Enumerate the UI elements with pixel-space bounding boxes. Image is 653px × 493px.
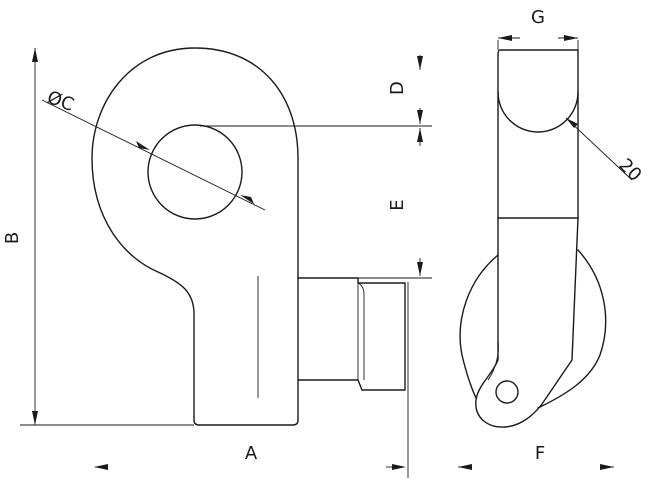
side-lower-body (475, 217, 579, 428)
dimension-b: B (2, 48, 194, 426)
label-f: F (535, 443, 545, 464)
pin-hole (147, 124, 243, 220)
label-d: D (387, 81, 408, 95)
dim-c-arrow-2 (240, 195, 254, 204)
dim-b-arrow-top (32, 48, 38, 62)
dimension-g: G (497, 7, 579, 50)
dim-a-arrow-left (94, 464, 108, 470)
front-body-outline (91, 47, 299, 426)
dim-e-arrow-bottom (417, 262, 423, 276)
label-radius: 20 (614, 155, 645, 186)
dim-g-arrow-left (498, 35, 512, 41)
boss-outline (297, 277, 406, 391)
dim-c-line (41, 99, 266, 211)
dim-f-arrow-right (600, 464, 614, 470)
dimension-a: A (94, 282, 409, 478)
dim-b-arrow-bottom (32, 411, 38, 425)
boss-chamfer (357, 282, 365, 380)
label-a: A (245, 443, 258, 464)
dim-f-arrow-left (458, 464, 472, 470)
label-c: ØC (44, 87, 76, 116)
dim-d-arrow-bottom (417, 110, 423, 124)
side-upper-plate (497, 49, 579, 219)
dim-e-arrow-top (417, 128, 423, 142)
side-view (459, 49, 607, 428)
dimension-c: ØC (41, 87, 266, 211)
side-cam-outline-left (459, 254, 499, 399)
side-top-arc (497, 91, 579, 133)
dimension-f: F (458, 443, 614, 470)
dimension-d-e: D E (200, 55, 432, 279)
label-g: G (531, 7, 545, 28)
side-cam-outline (537, 249, 607, 409)
side-inner-curve (487, 339, 499, 381)
front-view (91, 47, 406, 426)
dim-c-arrow-1 (136, 141, 150, 150)
radius-leader (565, 117, 633, 181)
dim-d-arrow-top (417, 56, 423, 70)
label-b: B (2, 232, 23, 244)
label-e: E (387, 199, 408, 210)
side-small-hole (495, 380, 519, 404)
dim-a-arrow-right (392, 464, 406, 470)
dim-g-arrow-right (564, 35, 578, 41)
radius-arrow (566, 118, 578, 128)
